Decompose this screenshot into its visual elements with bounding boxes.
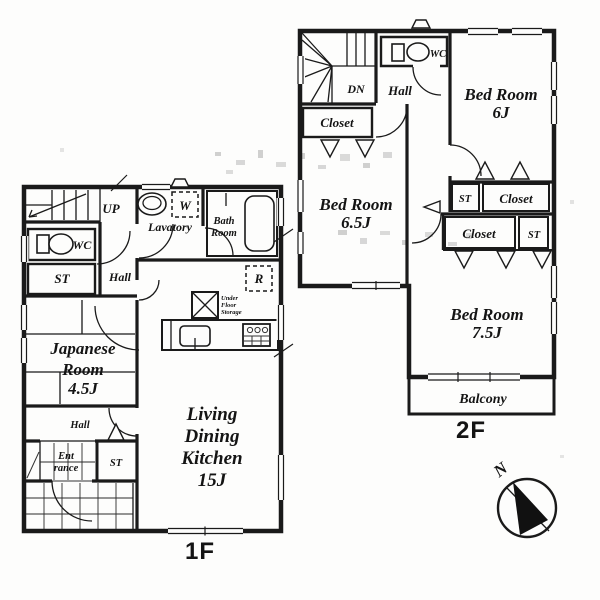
japanese-room-tatami-lines	[26, 300, 135, 404]
bath-door-arc	[204, 227, 234, 257]
refrigerator-label: R	[254, 271, 264, 286]
storage-a-box	[451, 183, 480, 212]
bath-room-label-1: Bath	[212, 216, 234, 227]
bedroom-65j-label-2: 6.5J	[341, 213, 371, 232]
bedroom-65j-door-arc	[375, 105, 408, 138]
closet-b-label: Closet	[462, 226, 496, 241]
door-swing-mark-2f	[422, 199, 441, 215]
ufs-label-1: Under	[221, 295, 238, 302]
balcony-label: Balcony	[458, 392, 507, 407]
ufs-label-2: Floor	[221, 302, 237, 309]
entrance-tiles	[40, 443, 95, 480]
ldk-label-4: 15J	[198, 470, 227, 491]
watermark-noise	[60, 148, 574, 458]
stove-icon	[242, 323, 271, 347]
lavatory-door-arc	[138, 223, 174, 259]
bedroom-65j-label-1: Bed Room	[318, 195, 392, 214]
stairs-down-label: DN	[346, 82, 366, 96]
vent-icon-2f	[410, 19, 432, 29]
wc-label-2f: WC	[430, 49, 447, 60]
storage-b-label: ST	[528, 230, 541, 241]
wc-label-1f: WC	[73, 238, 93, 252]
bedroom-75j-label-2: 7.5J	[472, 323, 502, 342]
floor1-plan: UP WC ST Hall W Lavatory Bath Room	[19, 174, 294, 565]
floor2-plan: DN Hall WC Closet Bed Room 6J ST Closet …	[296, 19, 559, 444]
washing-machine-label: W	[179, 198, 192, 213]
closet-north-label: Closet	[320, 115, 354, 130]
entrance-label-1: Ent	[57, 451, 75, 462]
floor1-outer-wall	[21, 184, 284, 534]
floor2-wc-room	[391, 42, 430, 62]
ldk-label-2: Dining	[184, 426, 240, 447]
bedroom-6j-hanger-marks	[474, 160, 531, 180]
entrance-door-arc	[51, 480, 93, 522]
toilet-bowl-icon	[48, 233, 74, 255]
hall-north-label: Hall	[108, 270, 132, 284]
kitchen-counter	[161, 319, 279, 351]
japanese-room-door-arc	[94, 305, 140, 351]
floor1-storage-north-room	[26, 262, 97, 296]
toilet-bowl-icon-2f	[406, 42, 430, 62]
entrance-step	[26, 441, 41, 481]
porch-tiles	[26, 483, 134, 529]
wc-door-arc	[96, 230, 131, 265]
toilet-tank-icon	[36, 234, 50, 254]
floor2-stairs	[301, 32, 376, 104]
ldk-label-3: Kitchen	[180, 448, 242, 469]
compass-north-label: N	[489, 458, 512, 482]
hall-2f-label: Hall	[387, 83, 412, 98]
closet-a-box	[482, 183, 550, 212]
japanese-room-label-2: Room	[61, 360, 104, 379]
stairs-up-label: UP	[102, 201, 120, 216]
vent-hood-icon	[169, 178, 191, 188]
closet-a-label: Closet	[499, 191, 533, 206]
ufs-label-3: Storage	[221, 309, 242, 316]
closet-b-box	[444, 216, 516, 249]
floor2-windows	[296, 19, 559, 382]
entrance-label-2: rance	[54, 463, 79, 474]
storage-a-label: ST	[459, 194, 472, 205]
bedroom-75j-door-arc	[411, 213, 442, 244]
storage-south-label: ST	[110, 458, 123, 469]
closet-north-hanger-marks	[319, 139, 376, 159]
compass-circle	[496, 477, 558, 539]
bath-room-label-2: Room	[210, 228, 237, 239]
floor1-lavatory: W	[137, 191, 199, 218]
washing-machine-box	[171, 191, 199, 218]
floor1-interior-walls	[24, 187, 281, 531]
storage-b-box	[518, 216, 549, 249]
hall-south-label: Hall	[69, 420, 89, 431]
floor1-door-arcs	[51, 223, 174, 522]
storage-north-label: ST	[54, 271, 70, 286]
bedroom-6j-label-2: 6J	[493, 103, 511, 122]
floor1-stairs	[26, 187, 101, 222]
under-floor-storage-box	[191, 291, 219, 319]
ldk-north-door-arc	[138, 279, 160, 301]
ldk-label-1: Living	[186, 404, 238, 425]
toilet-tank-icon-2f	[391, 43, 405, 62]
closet-north-box	[301, 106, 374, 139]
floor2-interior-walls	[300, 31, 554, 286]
lavatory-label: Lavatory	[147, 220, 193, 234]
bedroom-6j-door-arc	[449, 144, 482, 177]
floor1-vent-marks	[110, 174, 294, 358]
bedroom-75j-label-1: Bed Room	[449, 305, 523, 324]
closet-b-hanger-marks	[453, 250, 553, 270]
bedroom-6j-label-1: Bed Room	[463, 85, 537, 104]
compass-needle-icon	[513, 482, 548, 535]
compass: N	[489, 458, 558, 539]
door-swing-mark-1f	[106, 422, 126, 441]
floor2-door-arcs	[375, 66, 482, 244]
floor2-label: 2F	[456, 417, 486, 444]
balcony-wall	[407, 377, 556, 416]
floor1-label: 1F	[185, 538, 215, 565]
japanese-room-label-1: Japanese	[49, 339, 116, 358]
refrigerator-box	[245, 265, 273, 292]
bathtub-icon	[244, 195, 275, 252]
wc-2f-door-arc	[412, 66, 442, 96]
floor1-windows	[19, 182, 286, 536]
japanese-room-label-3: 4.5J	[67, 379, 98, 398]
